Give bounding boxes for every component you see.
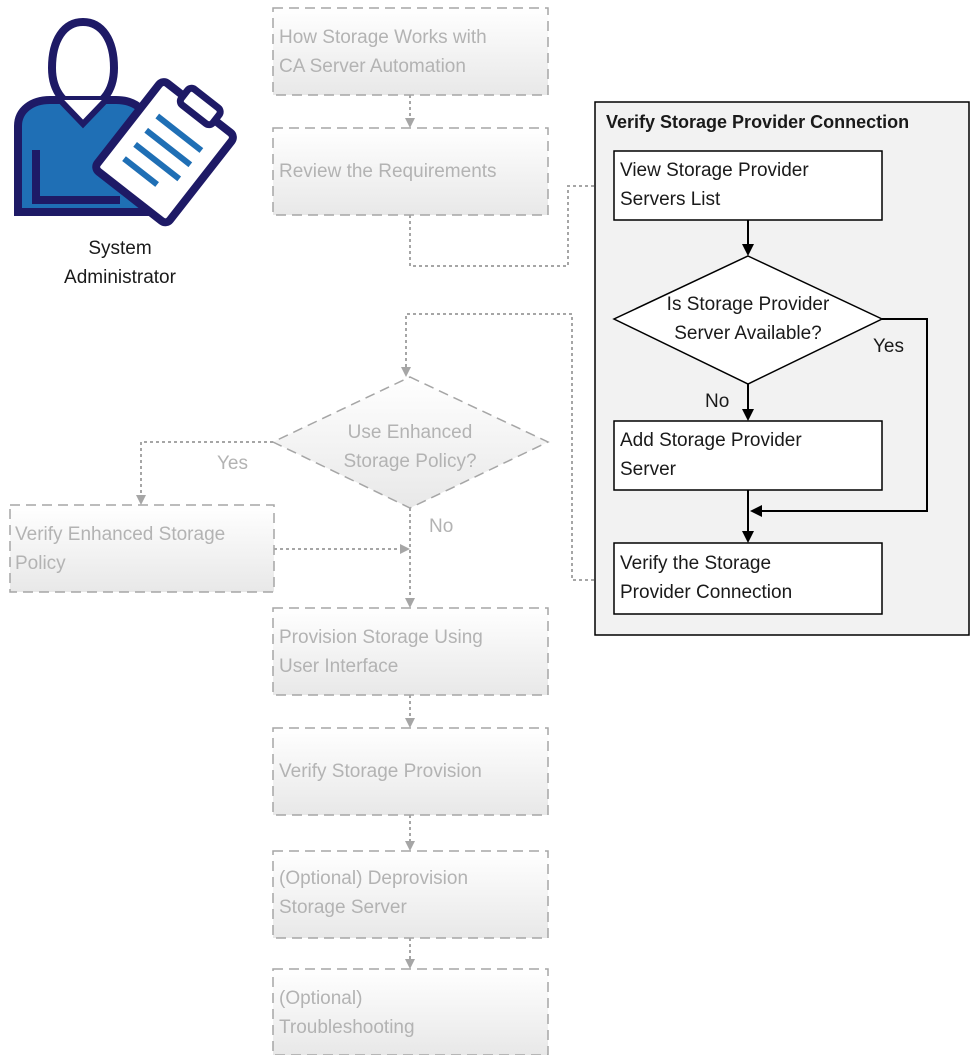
decision-no-label: No	[429, 516, 454, 537]
verify-enhanced-line2: Policy	[15, 553, 66, 574]
verify-storage-provision-label: Verify Storage Provision	[279, 761, 482, 782]
verify-storage-provider-connection-box[interactable]	[613, 542, 883, 615]
is-available-line2: Server Available?	[674, 323, 822, 344]
add-storage-provider-server-box[interactable]	[613, 420, 883, 491]
how-storage-works-line1: How Storage Works with	[279, 27, 487, 48]
review-requirements-box[interactable]	[272, 127, 549, 216]
use-enhanced-line2: Storage Policy?	[343, 451, 477, 472]
verify-connection-line2: Provider Connection	[620, 582, 793, 603]
troubleshooting-box[interactable]	[272, 968, 549, 1055]
system-administrator-icon	[14, 17, 237, 227]
provision-storage-box[interactable]	[272, 607, 549, 696]
provision-storage-line2: User Interface	[279, 656, 399, 677]
add-server-line1: Add Storage Provider	[620, 430, 802, 451]
decision-yes-label: Yes	[217, 453, 248, 474]
role-label-line2: Administrator	[64, 267, 176, 288]
how-storage-works-line2: CA Server Automation	[279, 56, 466, 77]
deprovision-line1: (Optional) Deprovision	[279, 868, 469, 889]
review-requirements-label: Review the Requirements	[279, 161, 497, 182]
provision-storage-line1: Provision Storage Using	[279, 627, 483, 648]
role-label-line1: System	[88, 238, 152, 259]
connector-panel-decision	[401, 313, 612, 581]
troubleshooting-line1: (Optional)	[279, 988, 363, 1009]
deprovision-line2: Storage Server	[279, 897, 407, 918]
is-available-line1: Is Storage Provider	[666, 294, 830, 315]
use-enhanced-line1: Use Enhanced	[347, 422, 473, 443]
panel-connector-yes	[750, 318, 928, 517]
deprovision-storage-box[interactable]	[272, 850, 549, 939]
verify-connection-line1: Verify the Storage	[620, 553, 772, 574]
panel-no-label: No	[705, 391, 730, 412]
panel-title: Verify Storage Provider Connection	[606, 112, 910, 132]
troubleshooting-line2: Troubleshooting	[279, 1017, 415, 1038]
view-servers-line1: View Storage Provider	[620, 160, 809, 181]
panel-yes-label: Yes	[873, 336, 904, 357]
view-storage-provider-servers-box[interactable]	[613, 150, 883, 221]
how-storage-works-box[interactable]	[272, 7, 549, 96]
verify-enhanced-storage-policy-box[interactable]	[9, 504, 275, 593]
add-server-line2: Server	[620, 459, 676, 480]
view-servers-line2: Servers List	[620, 189, 721, 210]
connector-decision-yes	[136, 441, 273, 505]
verify-enhanced-line1: Verify Enhanced Storage	[15, 524, 226, 545]
